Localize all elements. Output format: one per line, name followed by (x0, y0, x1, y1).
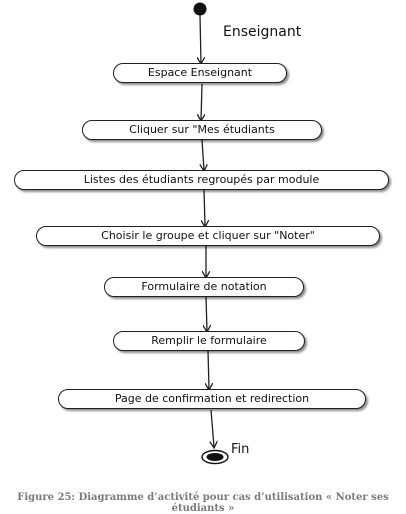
end-node-core (206, 453, 224, 461)
start-node (193, 2, 207, 16)
activity-step-6: Remplir le formulaire (113, 331, 305, 351)
activity-step-1: Espace Enseignant (113, 63, 287, 83)
end-label: Fin (231, 442, 250, 457)
figure-caption: Figure 25: Diagramme d’activité pour cas… (17, 492, 389, 514)
arrow-step-5-to-step-6 (206, 296, 207, 331)
arrow-step-3-to-step-4 (204, 189, 205, 226)
activity-step-4: Choisir le groupe et cliquer sur "Noter" (36, 226, 380, 246)
arrow-step-7-to-end (211, 409, 214, 447)
arrow-step-6-to-step-7 (208, 350, 209, 389)
activity-step-2: Cliquer sur "Mes étudiants (82, 120, 322, 140)
activity-step-7: Page de confirmation et redirection (58, 389, 366, 409)
arrow-step-1-to-step-2 (201, 83, 202, 120)
swimlane-label: Enseignant (223, 24, 302, 40)
arrow-start-to-step-1 (200, 14, 201, 63)
arrow-step-2-to-step-3 (202, 139, 204, 170)
activity-step-5: Formulaire de notation (104, 277, 304, 297)
activity-step-3: Listes des étudiants regroupés par modul… (14, 170, 389, 190)
